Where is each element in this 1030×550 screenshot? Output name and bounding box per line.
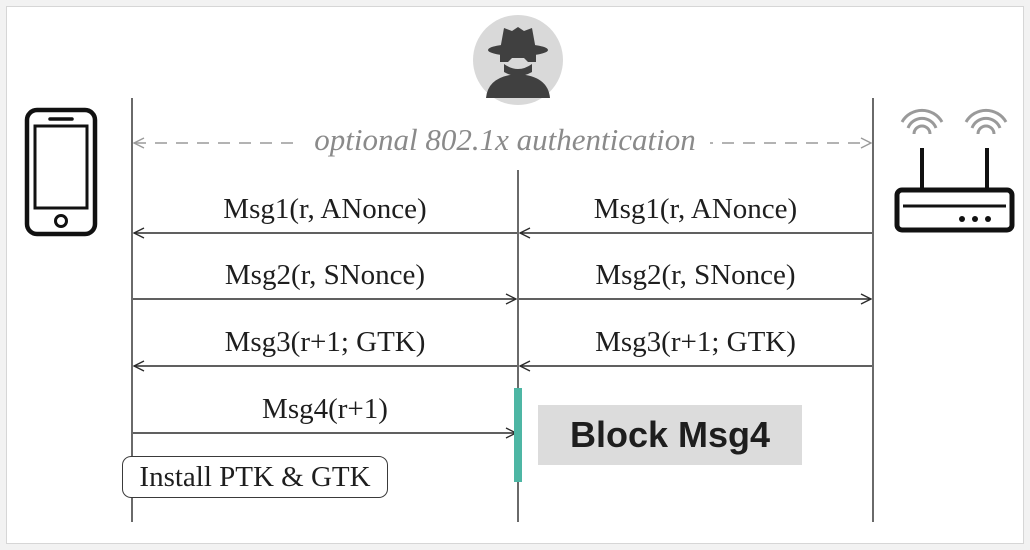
install-keys-box: Install PTK & GTK	[122, 456, 388, 498]
attacker-icon	[473, 15, 563, 105]
msg3-right-label: Msg3(r+1; GTK)	[595, 326, 796, 358]
phone-icon	[24, 107, 98, 237]
msg1-left-label: Msg1(r, ANonce)	[223, 193, 427, 225]
msg4-left-label: Msg4(r+1)	[262, 393, 388, 425]
msg3-left-label: Msg3(r+1; GTK)	[224, 326, 426, 358]
block-bar	[514, 388, 522, 482]
msg2-right-label: Msg2(r, SNonce)	[595, 259, 796, 291]
optional-auth-label: optional 802.1x authentication	[300, 122, 710, 158]
router-icon	[894, 108, 1015, 233]
msg2-left-label: Msg2(r, SNonce)	[224, 259, 426, 291]
msg1-right-label: Msg1(r, ANonce)	[593, 193, 798, 225]
block-msg4-label: Block Msg4	[538, 405, 802, 465]
